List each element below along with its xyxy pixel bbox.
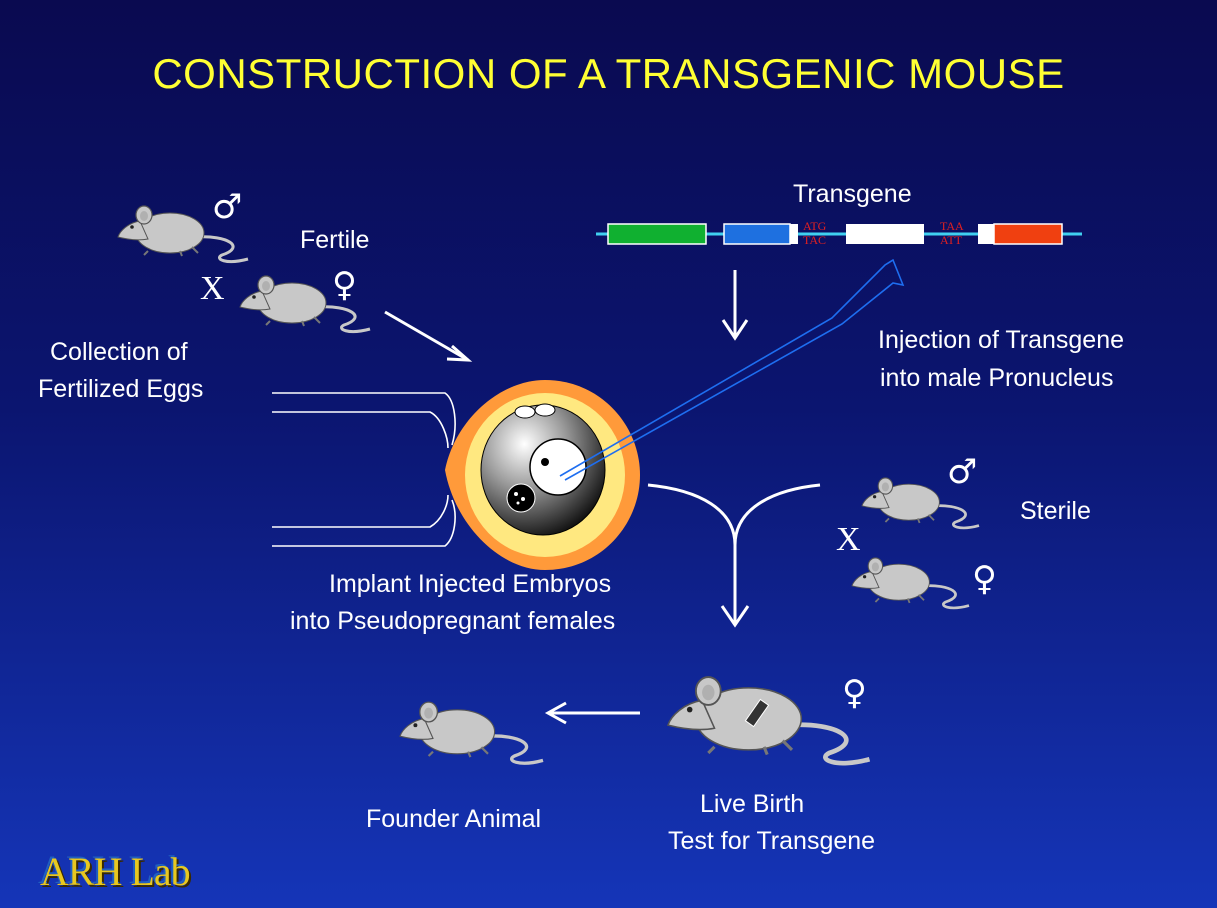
collection-label-line1: Collection of bbox=[50, 335, 188, 369]
stop-codon-top: TAA bbox=[940, 220, 964, 233]
segment-blue bbox=[724, 224, 790, 244]
segment-green bbox=[608, 224, 706, 244]
start-codon-bottom: TAC bbox=[803, 234, 826, 247]
cross-symbol: X bbox=[200, 270, 225, 308]
female-symbol-icon: ♀ bbox=[842, 676, 867, 710]
cross-symbol: X bbox=[836, 521, 861, 559]
transgene-construct bbox=[596, 224, 1082, 244]
arrow-to-egg bbox=[385, 312, 468, 360]
male-symbol-icon: ♂ bbox=[212, 190, 242, 224]
sterile-female-mouse bbox=[852, 558, 969, 608]
implant-label-line2: into Pseudopregnant females bbox=[290, 604, 615, 638]
holding-pipette bbox=[272, 393, 455, 546]
injection-needle bbox=[560, 260, 903, 480]
founder-mouse bbox=[400, 702, 543, 763]
female-symbol-icon: ♀ bbox=[972, 562, 997, 596]
implant-label-line1: Implant Injected Embryos bbox=[329, 567, 611, 601]
female-symbol-icon: ♀ bbox=[332, 268, 357, 302]
live-birth-label-line1: Live Birth bbox=[700, 787, 804, 821]
merge-arrow bbox=[648, 485, 820, 545]
segment-white bbox=[846, 224, 924, 244]
transgene-label: Transgene bbox=[793, 177, 912, 211]
mother-mouse bbox=[668, 677, 870, 763]
live-birth-label-line2: Test for Transgene bbox=[668, 824, 875, 858]
arh-lab-logo: ARH Lab bbox=[40, 848, 190, 895]
fertile-label: Fertile bbox=[300, 223, 369, 257]
founder-label: Founder Animal bbox=[366, 802, 541, 836]
injection-label-line1: Injection of Transgene bbox=[878, 323, 1124, 357]
collection-label-line2: Fertilized Eggs bbox=[38, 372, 203, 406]
sterile-label: Sterile bbox=[1020, 494, 1091, 528]
stop-codon-bottom: ATT bbox=[940, 234, 962, 247]
fertilized-egg bbox=[445, 380, 640, 570]
segment-red bbox=[994, 224, 1062, 244]
injection-label-line2: into male Pronucleus bbox=[880, 361, 1113, 395]
start-codon-top: ATG bbox=[803, 220, 826, 233]
male-symbol-icon: ♂ bbox=[947, 455, 977, 489]
